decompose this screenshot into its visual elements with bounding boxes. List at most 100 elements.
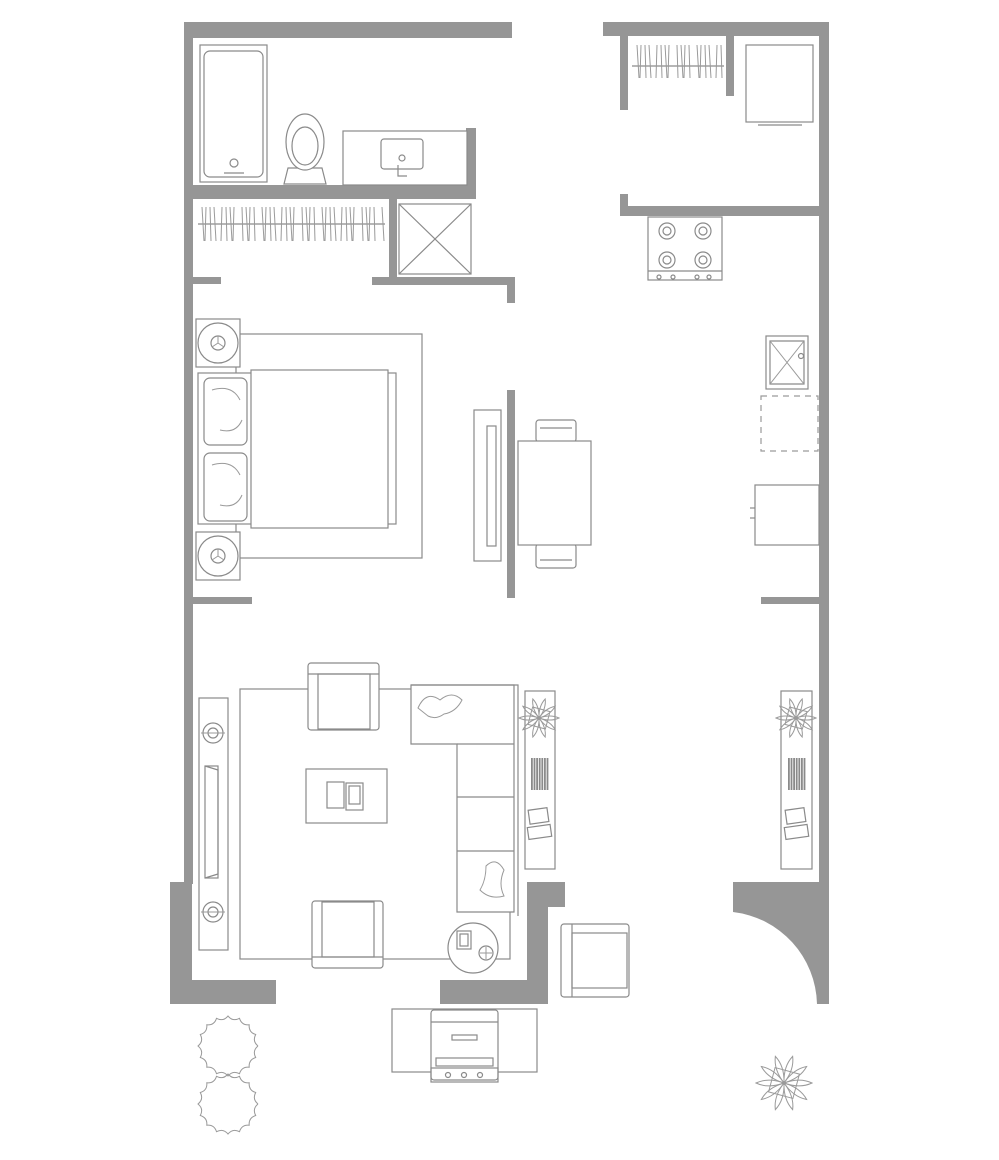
knob [694,274,700,280]
hanger [324,206,327,242]
wall-top-left [184,22,512,38]
hanger [676,44,679,79]
knob [656,274,662,280]
hanger [308,206,311,242]
hanger [280,206,283,242]
wall-closet-bottom-right [372,277,515,285]
burner [694,251,712,269]
hanger [636,44,640,79]
leaf [795,705,814,719]
hanger [381,206,385,242]
bathroom [199,44,468,186]
leaf [783,1079,814,1087]
hanger [289,206,293,242]
leaf [789,697,797,719]
burner-core [662,255,672,265]
leaf [760,1065,785,1084]
leaf [783,1065,808,1084]
hanger [715,44,718,79]
hanger [248,206,251,242]
walk-in-closet-rod [632,44,724,79]
coffee-table [305,768,388,824]
book-spine [546,758,549,790]
burner [658,251,676,269]
burner-core [698,226,708,236]
leaf [760,1082,785,1101]
closet-hanging-rod [198,206,385,242]
sectional-sofa [410,684,519,916]
laptop [783,806,810,841]
washer-dryer [745,44,814,126]
leaf [778,717,797,731]
cooktop [647,216,723,281]
leaf [538,697,546,719]
closets [198,44,814,275]
leaf [521,705,540,719]
leaf [774,1055,785,1084]
vanity-sink [342,130,468,186]
wall-kitchen-bottom [761,597,820,604]
leaf [795,715,818,721]
wall-left [184,22,193,884]
plant-right-shelf [774,697,818,739]
burner [694,222,712,240]
book-spine [533,758,536,790]
leaf [795,697,803,719]
dishwasher-outline [760,395,819,452]
hanger [301,206,304,242]
hanger [368,206,371,242]
hanger [365,206,369,242]
hanger [209,206,212,242]
book-spine [793,758,795,790]
hanger [660,44,663,79]
kitchen-sink [765,335,809,390]
hanger [644,44,647,79]
burner-core [662,226,672,236]
bookshelf-left [524,690,556,870]
entry [560,923,630,998]
leaf [783,1082,808,1101]
book-spine [795,758,798,790]
burner-core [698,255,708,265]
bathtub [199,44,268,183]
throw-pillow-top [417,694,463,719]
throw-pillow-bottom [479,861,505,898]
hanger [699,44,702,79]
wall-wic-left [620,36,628,110]
wall-wic-divider [726,36,734,96]
book-spine [544,758,546,790]
walls [170,22,829,1004]
entry-armchair [560,923,630,998]
book-spine [536,758,538,790]
wall-wic-bottom [620,206,820,216]
hanger [264,206,267,242]
book-spine [801,758,803,790]
shrub-bottom [197,1073,259,1135]
side-table [447,922,499,974]
book-spine [541,758,544,790]
hanger [292,206,295,242]
hanger [680,44,684,79]
book-stack [531,758,549,790]
hanger [329,206,332,242]
leaf [783,1055,794,1084]
wall-bedroom-bottom [193,597,252,604]
dining-chair-top [535,419,577,443]
refrigerator [750,484,820,546]
leaf [538,705,557,719]
wall-top-right [603,22,829,36]
hanger [696,44,700,79]
hanger [683,44,686,79]
burner [658,222,676,240]
hangers-left [201,206,385,242]
bedroom [195,318,502,581]
hanger [704,44,707,79]
living-room [198,662,818,974]
hanger [333,206,337,242]
plant-left-shelf [517,697,561,739]
wall-wic-left-lower [620,194,628,216]
dining [517,419,592,569]
book-spine [798,758,801,790]
hanger [285,206,288,242]
